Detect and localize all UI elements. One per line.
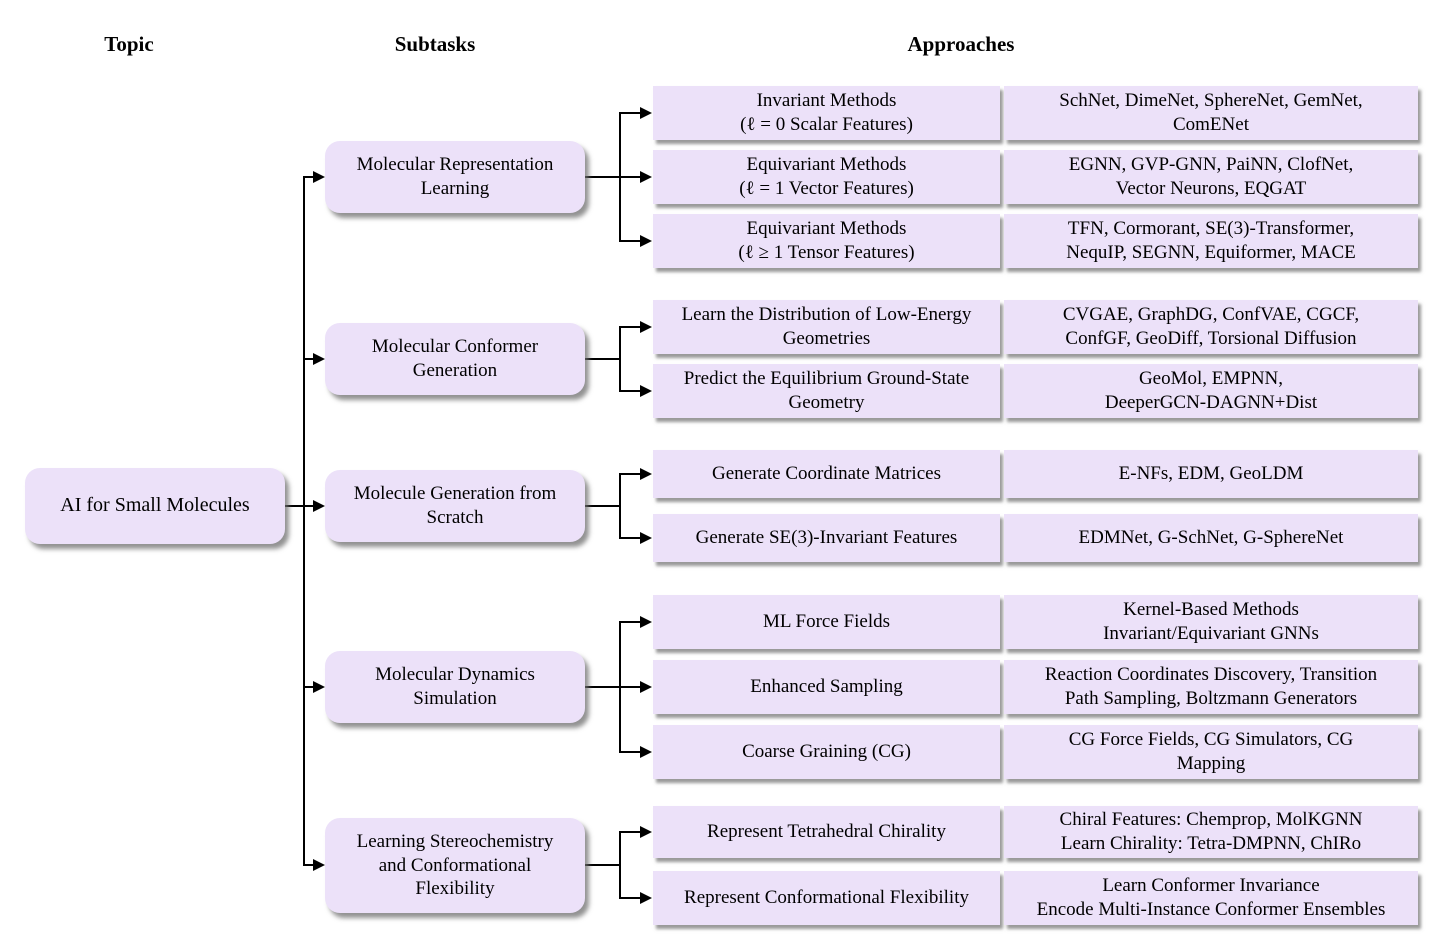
approach-label: Enhanced Sampling (653, 660, 1000, 714)
column-header-topic: Topic (104, 32, 154, 56)
subtask-node-learning-stereochemistry: Learning Stereochemistry and Conformatio… (325, 818, 585, 913)
approach-methods: EDMNet, G-SchNet, G-SphereNet (1004, 514, 1418, 562)
approach-methods: Kernel-Based Methods Invariant/Equivaria… (1004, 595, 1418, 649)
approach-methods: EGNN, GVP-GNN, PaiNN, ClofNet, Vector Ne… (1004, 150, 1418, 204)
approach-methods: Chiral Features: Chemprop, MolKGNN Learn… (1004, 806, 1418, 858)
approach-methods: Learn Conformer Invariance Encode Multi-… (1004, 871, 1418, 925)
subtask-node-molecule-generation-from-scratch: Molecule Generation from Scratch (325, 470, 585, 542)
approach-label: Equivariant Methods (ℓ = 1 Vector Featur… (653, 150, 1000, 204)
approach-label: Represent Tetrahedral Chirality (653, 806, 1000, 858)
approach-label: Learn the Distribution of Low-Energy Geo… (653, 300, 1000, 354)
subtask-node-molecular-conformer-generation: Molecular Conformer Generation (325, 323, 585, 395)
approach-methods: SchNet, DimeNet, SphereNet, GemNet, ComE… (1004, 86, 1418, 140)
approach-label: ML Force Fields (653, 595, 1000, 649)
approach-methods: GeoMol, EMPNN, DeeperGCN-DAGNN+Dist (1004, 364, 1418, 418)
subtask-node-molecular-representation-learning: Molecular Representation Learning (325, 141, 585, 213)
approach-methods: TFN, Cormorant, SE(3)-Transformer, NequI… (1004, 214, 1418, 268)
approach-label: Generate SE(3)-Invariant Features (653, 514, 1000, 562)
column-header-approaches: Approaches (907, 32, 1015, 56)
approach-label: Invariant Methods (ℓ = 0 Scalar Features… (653, 86, 1000, 140)
subtask-node-molecular-dynamics-simulation: Molecular Dynamics Simulation (325, 651, 585, 723)
arrowhead-icons (313, 107, 652, 904)
root-node: AI for Small Molecules (25, 468, 285, 544)
approach-methods: CVGAE, GraphDG, ConfVAE, CGCF, ConfGF, G… (1004, 300, 1418, 354)
approach-label: Equivariant Methods (ℓ ≥ 1 Tensor Featur… (653, 214, 1000, 268)
approach-methods: CG Force Fields, CG Simulators, CG Mappi… (1004, 725, 1418, 779)
column-header-subtasks: Subtasks (394, 32, 476, 56)
approach-label: Represent Conformational Flexibility (653, 871, 1000, 925)
approach-methods: Reaction Coordinates Discovery, Transiti… (1004, 660, 1418, 714)
approach-methods: E-NFs, EDM, GeoLDM (1004, 450, 1418, 498)
approach-label: Generate Coordinate Matrices (653, 450, 1000, 498)
approach-label: Coarse Graining (CG) (653, 725, 1000, 779)
approach-label: Predict the Equilibrium Ground-State Geo… (653, 364, 1000, 418)
